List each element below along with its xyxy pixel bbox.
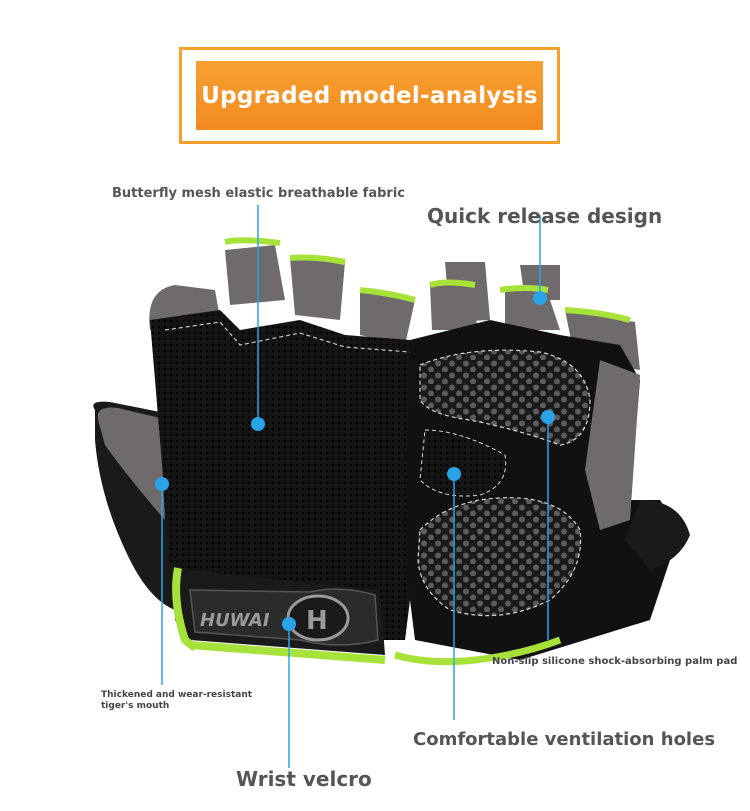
label-palm-pad: Non-slip silicone shock-absorbing palm p… bbox=[492, 656, 738, 667]
left-glove: HUWAI H bbox=[93, 237, 428, 664]
banner-frame: Upgraded model-analysis bbox=[179, 47, 560, 144]
banner-title: Upgraded model-analysis bbox=[201, 82, 538, 109]
right-glove bbox=[394, 262, 690, 666]
label-wrist-velcro: Wrist velcro bbox=[236, 767, 372, 791]
brand-logo-text: HUWAI bbox=[200, 610, 270, 631]
label-tigers-mouth: Thickened and wear-resistant tiger's mou… bbox=[101, 690, 253, 711]
banner: Upgraded model-analysis bbox=[196, 61, 543, 130]
label-mesh-fabric: Butterfly mesh elastic breathable fabric bbox=[112, 186, 405, 201]
label-ventilation: Comfortable ventilation holes bbox=[413, 729, 716, 750]
brand-logo-mark: H bbox=[306, 606, 328, 636]
label-quick-release: Quick release design bbox=[427, 204, 663, 228]
